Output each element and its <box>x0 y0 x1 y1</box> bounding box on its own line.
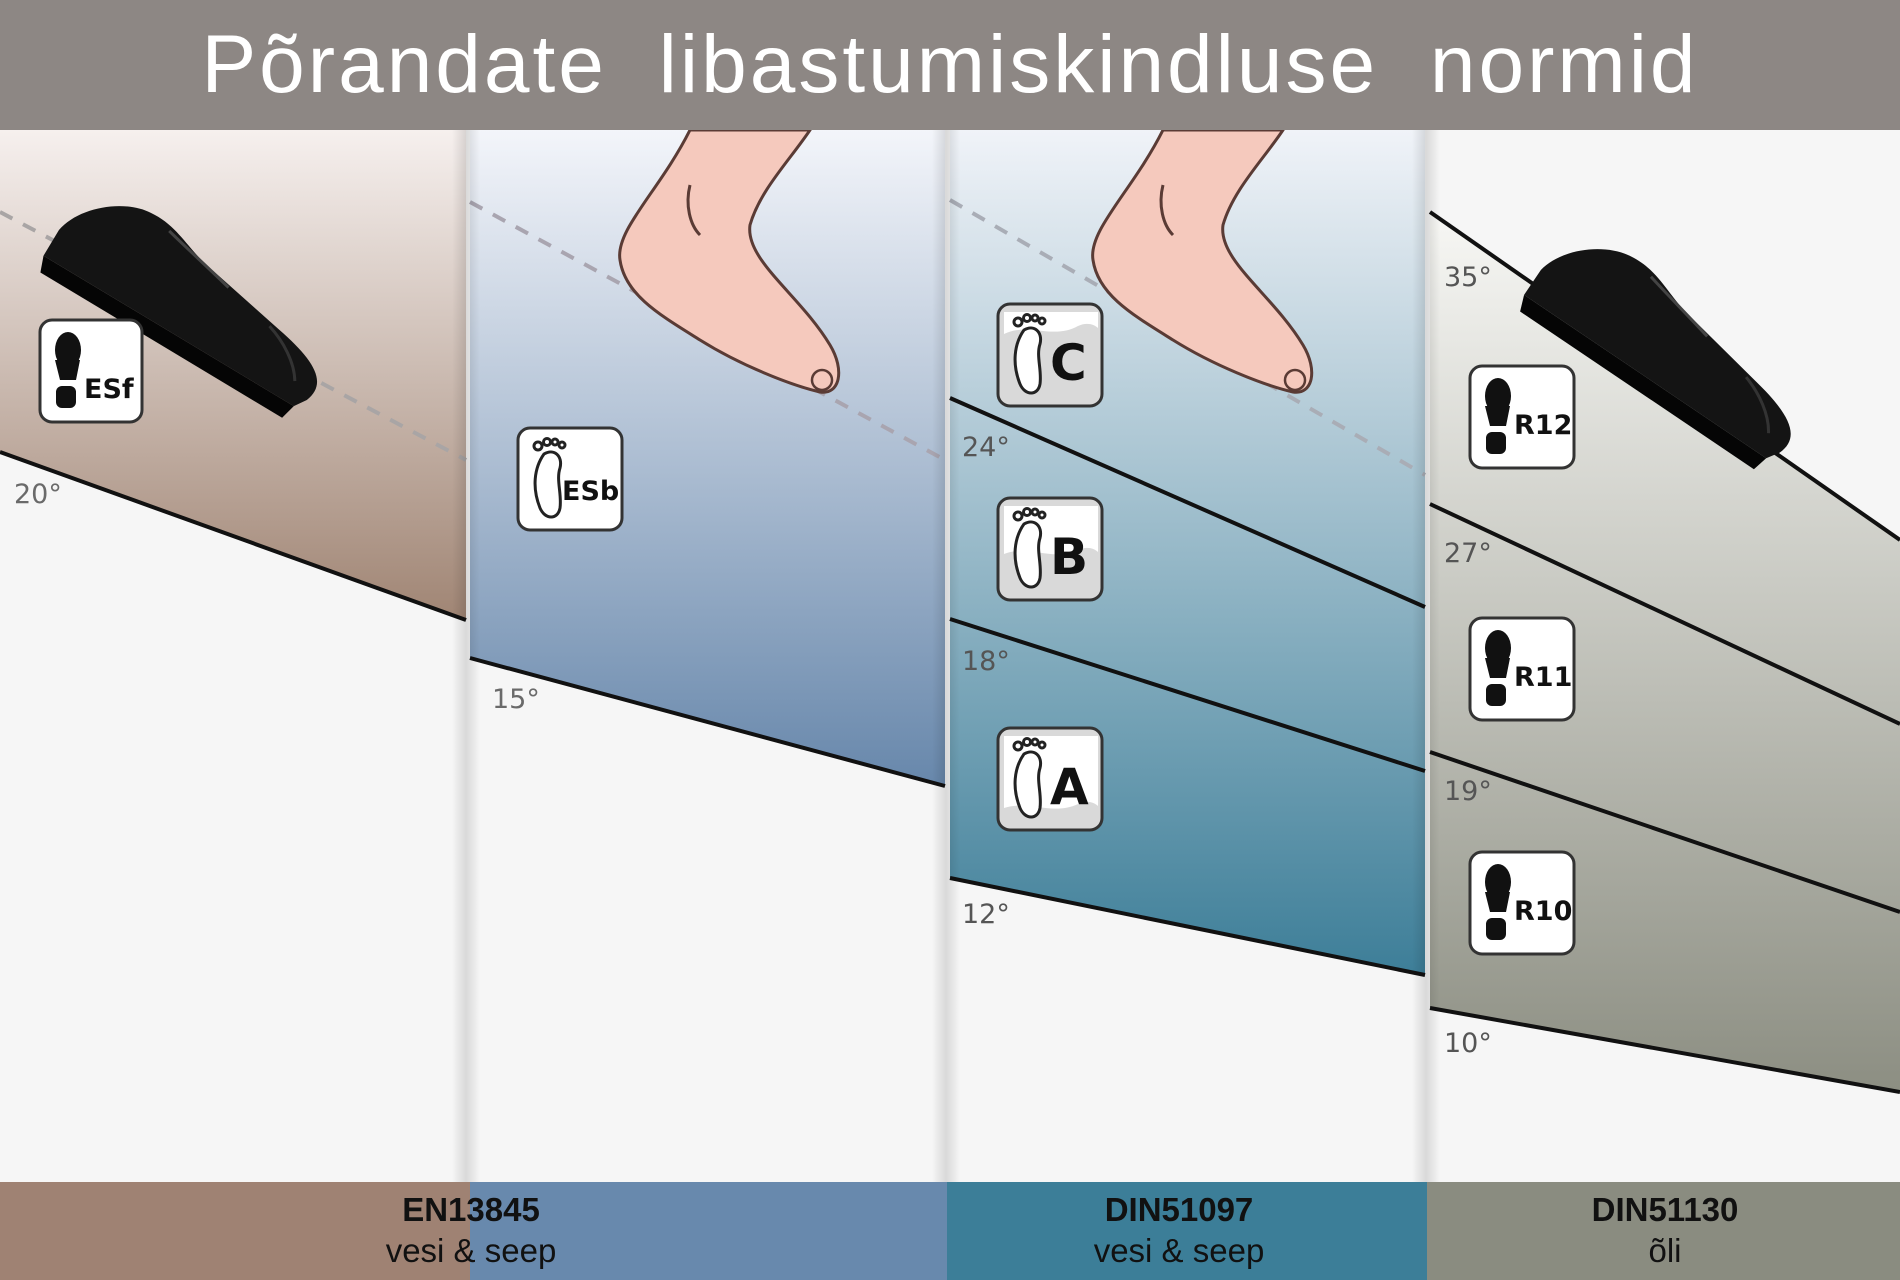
footer-swatch-din51097 <box>947 1182 1427 1280</box>
badge-b: B <box>996 496 1104 602</box>
badge-label: C <box>1050 334 1087 392</box>
angle-label: 35° <box>1444 262 1492 293</box>
ramp-line <box>1429 1006 1900 1094</box>
badge-esf: ESf <box>38 318 144 424</box>
footprint-water-icon <box>1012 737 1047 819</box>
badge-r11: R11 <box>1468 616 1576 722</box>
footer-swatch-din51130 <box>1427 1182 1900 1280</box>
ramp-line <box>949 396 1426 609</box>
shoe-illustration <box>1520 249 1791 470</box>
ramp-line <box>949 617 1426 773</box>
page-title: Põrandate libastumiskindluse normid <box>201 19 1699 110</box>
standard-name: DIN51130 <box>1591 1191 1739 1228</box>
standard-name: EN13845 <box>402 1191 540 1228</box>
angle-label: 12° <box>962 899 1010 930</box>
column-separator <box>1412 130 1440 1182</box>
footer-label-din51097: DIN51097 vesi & seep <box>979 1190 1379 1272</box>
ramp-line <box>1429 750 1900 914</box>
barefoot-illustration <box>618 130 841 394</box>
footprint-water-icon <box>1012 507 1047 589</box>
ramp-diagram: 20° ESf 15° <box>0 130 1900 1182</box>
barefoot-illustration <box>1091 130 1314 394</box>
badge-esb: ESb <box>516 426 624 532</box>
standard-medium: vesi & seep <box>385 1232 557 1269</box>
badge-label: ESf <box>84 374 134 405</box>
badge-a: A <box>996 726 1104 832</box>
badge-r10: R10 <box>1468 850 1576 956</box>
column-separator <box>452 130 480 1182</box>
column-separator <box>932 130 960 1182</box>
shoe-sole-icon <box>55 332 81 408</box>
angle-label: 20° <box>14 479 62 510</box>
column-en13845-shoe: 20° ESf <box>0 130 467 622</box>
angle-label: 18° <box>962 646 1010 677</box>
footer-swatch-en13845-barefoot <box>470 1182 947 1280</box>
badge-label: R11 <box>1514 662 1572 693</box>
badge-label: R12 <box>1514 410 1572 441</box>
badge-label: B <box>1050 528 1088 586</box>
badge-c: C <box>996 302 1104 408</box>
ramp-line <box>949 876 1426 977</box>
ramp-line <box>0 450 467 622</box>
badge-r12: R12 <box>1468 364 1576 470</box>
angle-label: 10° <box>1444 1028 1492 1059</box>
badge-label: A <box>1050 758 1089 816</box>
badge-label: ESb <box>562 476 619 507</box>
footprint-water-icon <box>1012 313 1047 395</box>
footer-bar: EN13845 vesi & seep DIN51097 vesi & seep… <box>0 1182 1900 1280</box>
footer-swatch-en13845-shoe <box>0 1182 470 1280</box>
shoe-sole-icon <box>1485 630 1511 706</box>
column-din51130: 35° 27° 19° 10° R12 <box>1428 210 1900 1094</box>
column-din51097: 24° 18° 12° C <box>948 130 1427 977</box>
standard-medium: õli <box>1648 1232 1682 1269</box>
standard-medium: vesi & seep <box>1093 1232 1265 1269</box>
angle-label: 27° <box>1444 538 1492 569</box>
shoe-illustration <box>40 206 317 418</box>
ramp-line <box>469 656 946 788</box>
column-en13845-barefoot: 15° ESb <box>469 130 946 788</box>
angle-label: 15° <box>492 684 540 715</box>
standard-name: DIN51097 <box>1104 1191 1254 1228</box>
ramp-guide-line <box>948 198 1427 477</box>
badge-label: R10 <box>1514 896 1572 927</box>
shoe-sole-icon <box>1485 378 1511 454</box>
angle-label: 19° <box>1444 776 1492 807</box>
angle-label: 24° <box>962 432 1010 463</box>
footer-label-din51130: DIN51130 õli <box>1465 1190 1865 1272</box>
footer-label-en13845: EN13845 vesi & seep <box>271 1190 671 1272</box>
shoe-sole-icon <box>1485 864 1511 940</box>
ramp-line <box>1429 502 1900 726</box>
footprint-icon <box>532 437 567 519</box>
header-bar: Põrandate libastumiskindluse normid <box>0 0 1900 130</box>
ramp-fill <box>470 130 945 786</box>
